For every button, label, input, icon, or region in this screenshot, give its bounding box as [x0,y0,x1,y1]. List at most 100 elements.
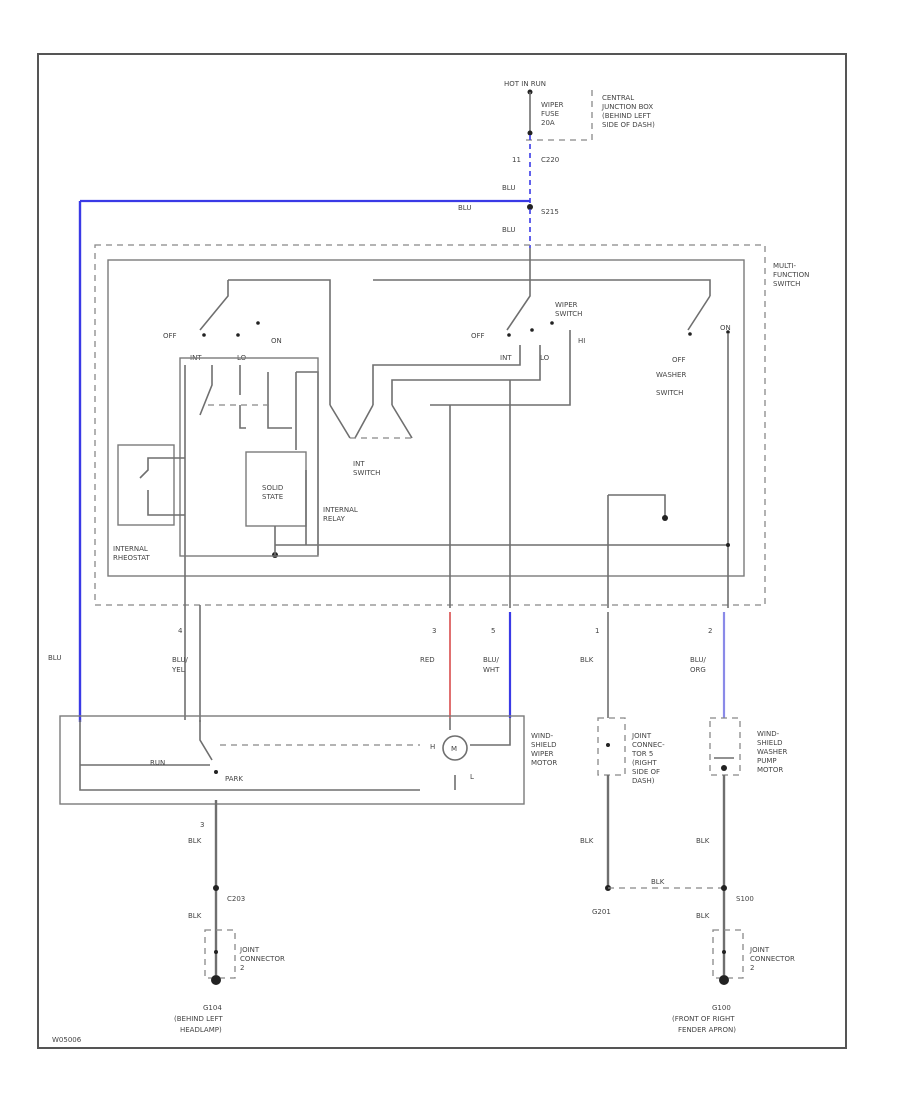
wire-bluorg: 2 BLU/ ORG [690,612,726,718]
br-joint-label: JOINT CONNECTOR 2 [749,946,795,972]
g104-ground [211,975,221,985]
svg-text:JOINT: JOINT [239,946,260,954]
splice-s215-label: S215 [541,208,559,216]
washer-motor-label: WIND- SHIELD WASHER PUMP MOTOR [757,730,787,774]
washer-motor-symbol [721,765,727,771]
svg-text:SIDE OF: SIDE OF [632,768,660,776]
footer-code: W05006 [52,1036,82,1044]
svg-text:STATE: STATE [262,493,283,501]
ground-bus-dot [662,515,668,521]
svg-text:SHIELD: SHIELD [757,739,782,747]
c220-label: C220 [541,156,559,164]
svg-text:ORG: ORG [690,666,706,674]
washer-switch: ON OFF WASHER SWITCH [656,295,731,608]
svg-text:JOINT: JOINT [749,946,770,954]
svg-text:SIDE OF DASH): SIDE OF DASH) [602,121,655,129]
svg-text:WIPER: WIPER [555,301,578,309]
junction-box-label: CENTRAL JUNCTION BOX (BEHIND LEFT SIDE O… [601,94,655,129]
svg-text:ON: ON [720,324,731,332]
motor-armature [442,735,468,761]
svg-text:INT: INT [500,354,512,362]
svg-text:MULTI-: MULTI- [773,262,796,270]
svg-text:BLK: BLK [580,656,594,664]
svg-text:SWITCH: SWITCH [353,469,380,477]
bl-joint-boundary [204,929,236,979]
wiper-motor-label: WIND- SHIELD WIPER MOTOR [531,732,557,767]
multifunction-switch-label: MULTI- FUNCTION SWITCH [773,262,809,288]
svg-text:WIPER: WIPER [531,750,554,758]
internal-relay-box [179,357,319,557]
svg-text:RELAY: RELAY [323,515,346,523]
svg-text:4: 4 [178,627,183,635]
internal-bus [228,248,711,405]
motor-m-label: M [451,745,457,753]
svg-text:(FRONT OF RIGHT: (FRONT OF RIGHT [672,1015,735,1023]
wiper-motor-box [59,715,525,805]
bl-wire2: BLK [188,912,202,920]
svg-text:CONNECTOR: CONNECTOR [750,955,795,963]
svg-text:SWITCH: SWITCH [555,310,582,318]
svg-text:CENTRAL: CENTRAL [602,94,634,102]
svg-text:ON: ON [271,337,282,345]
multifunction-inner-box [107,259,745,577]
svg-text:RED: RED [420,656,435,664]
wire-bluwht: 5 BLU/ WHT [483,612,512,718]
svg-text:5: 5 [491,627,495,635]
svg-text:TOR 5: TOR 5 [631,750,653,758]
g201-label: G201 [592,908,611,916]
br-wire2: BLK [696,912,710,920]
bl-wire1: BLK [188,837,202,845]
svg-text:G100: G100 [712,1004,731,1012]
svg-text:BLU/: BLU/ [483,656,499,664]
svg-text:WASHER: WASHER [757,748,787,756]
rheostat-element [139,457,185,516]
g104-label: G104 (BEHIND LEFT HEADLAMP) [174,1004,223,1034]
motor-run-label: RUN [150,759,165,767]
svg-text:SOLID: SOLID [262,484,283,492]
br-joint-boundary [712,929,744,979]
svg-text:JOINT: JOINT [631,732,652,740]
svg-text:SWITCH: SWITCH [773,280,800,288]
svg-text:FUNCTION: FUNCTION [773,271,809,279]
svg-text:BLU/: BLU/ [690,656,706,664]
svg-text:PUMP: PUMP [757,757,777,765]
ground-bus-splice-right [726,543,730,547]
motor-h-label: H [430,743,435,751]
internal-relay-label: INTERNAL RELAY [323,506,358,523]
motor-park-contact [214,770,218,774]
joint-dash-pin [606,743,610,747]
splice-s215 [527,204,533,210]
svg-text:BLU/: BLU/ [172,656,188,664]
svg-text:OFF: OFF [471,332,485,340]
wire-blk: 1 BLK [580,612,609,718]
wiper-switch: OFF HI INT LO WIPER SWITCH [372,280,585,406]
internal-rheostat-label: INTERNAL RHEOSTAT [113,545,150,562]
svg-text:HI: HI [578,337,585,345]
solid-state-label: SOLID STATE [262,484,283,501]
multifunction-switch-boundary [94,244,766,606]
internal-rheostat-box [117,444,175,526]
washer-motor-boundary [709,717,741,776]
diagram-border [37,53,847,1049]
svg-text:INT: INT [353,460,365,468]
motor-park-label: PARK [225,775,243,783]
svg-text:WIPER: WIPER [541,101,564,109]
svg-text:JUNCTION BOX: JUNCTION BOX [601,103,653,111]
svg-text:INTERNAL: INTERNAL [113,545,148,553]
left-switch: OFF ON INT LO [163,280,319,720]
svg-text:(BEHIND LEFT: (BEHIND LEFT [174,1015,223,1023]
svg-text:1: 1 [595,627,599,635]
svg-text:MOTOR: MOTOR [757,766,783,774]
svg-text:FENDER APRON): FENDER APRON) [678,1026,736,1034]
s100-label: S100 [736,895,754,903]
motor-l-label: L [470,773,474,781]
svg-text:2: 2 [708,627,712,635]
svg-text:2: 2 [750,964,754,972]
relay-wiring [274,470,307,555]
bl-joint-pin [214,950,218,954]
svg-text:WIND-: WIND- [531,732,554,740]
svg-text:DASH): DASH) [632,777,655,785]
svg-text:HEADLAMP): HEADLAMP) [180,1026,222,1034]
svg-text:WIND-: WIND- [757,730,780,738]
